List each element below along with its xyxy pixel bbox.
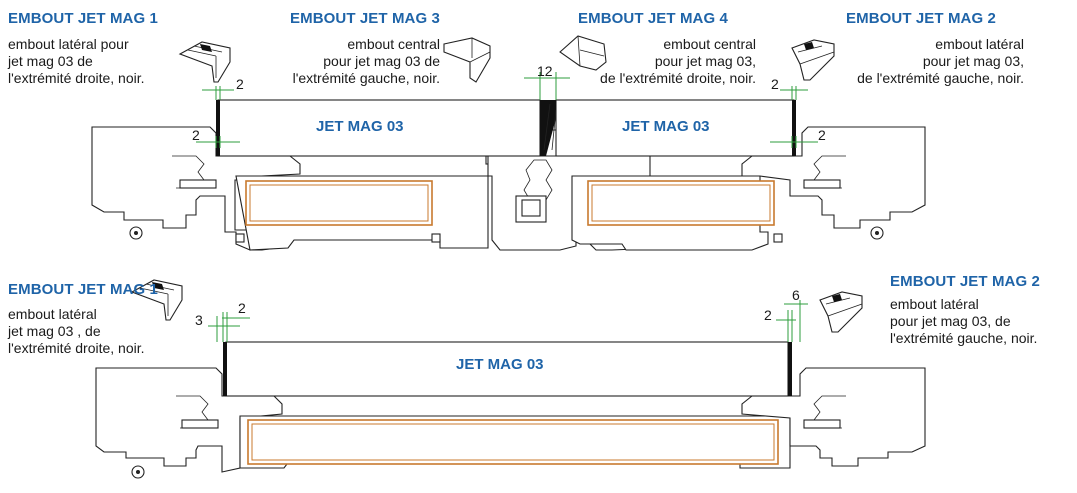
bottom-dim-lines-right bbox=[776, 300, 808, 342]
dim-value-top-3: 2 bbox=[771, 76, 779, 92]
callout-desc-mag2-top: embout latéral pour jet mag 03, de l'ext… bbox=[857, 36, 1024, 86]
endcap-4-icon bbox=[559, 35, 607, 71]
dim-value-bottom-2b: 2 bbox=[764, 307, 772, 323]
dim-value-bottom-6: 6 bbox=[792, 287, 800, 303]
callout-title-mag4: EMBOUT JET MAG 4 bbox=[578, 10, 728, 27]
callout-desc-mag3: embout central pour jet mag 03 de l'extr… bbox=[292, 36, 440, 86]
endcap-3-icon bbox=[443, 37, 491, 83]
left-wheel-hub bbox=[134, 231, 138, 235]
dim-value-bottom-2a: 2 bbox=[238, 300, 246, 316]
bottom-endcap-1-icon bbox=[130, 279, 183, 321]
bottom-glass-frame bbox=[247, 419, 779, 465]
bottom-glass-inner bbox=[251, 423, 775, 461]
jet-mag-label-right: JET MAG 03 bbox=[622, 118, 710, 135]
bottom-endcap-2 bbox=[788, 342, 792, 396]
endcap-3-top bbox=[540, 100, 556, 156]
callout-desc-mag1-bottom: embout latéral jet mag 03 , de l'extrémi… bbox=[8, 306, 145, 356]
right-wheel-hub bbox=[875, 231, 879, 235]
bottom-right-seal bbox=[803, 419, 841, 429]
endcap-1-top bbox=[216, 100, 220, 156]
bottom-left-seal bbox=[181, 419, 219, 429]
callout-title-mag1-top: EMBOUT JET MAG 1 bbox=[8, 10, 158, 27]
dim-line-top-2 bbox=[196, 136, 240, 148]
endcap-2-icon bbox=[791, 39, 835, 81]
endcap-2-top bbox=[792, 100, 796, 156]
callout-desc-mag1-top: embout latéral pour jet mag 03 de l'extr… bbox=[8, 36, 145, 86]
bottom-endcap-1 bbox=[223, 342, 227, 396]
endcap-1-icon bbox=[178, 41, 231, 83]
left-glass-frame bbox=[245, 180, 433, 226]
dim-line-top-12 bbox=[524, 72, 570, 100]
dim-line-top-1 bbox=[202, 86, 234, 100]
left-clip bbox=[431, 233, 441, 243]
dim-value-top-2: 2 bbox=[192, 127, 200, 143]
bottom-assembly bbox=[95, 279, 926, 479]
left-seal bbox=[179, 179, 217, 189]
jet-mag-left-body bbox=[217, 99, 541, 157]
dim-value-top-1: 2 bbox=[236, 76, 244, 92]
center-insert-inner bbox=[521, 199, 541, 217]
center-gasket bbox=[523, 159, 553, 201]
right-glass-frame bbox=[587, 180, 775, 226]
callout-desc-mag2-bottom: embout latéral pour jet mag 03, de l'ext… bbox=[890, 296, 1038, 346]
dim-value-top-4: 2 bbox=[818, 127, 826, 143]
right-seal bbox=[803, 179, 841, 189]
left-glass-inner bbox=[249, 184, 429, 222]
bottom-left-wheel-hub bbox=[136, 470, 140, 474]
top-assembly bbox=[91, 35, 926, 251]
callout-title-mag1-bottom: EMBOUT JET MAG 1 bbox=[8, 281, 158, 298]
left-clip-2 bbox=[235, 233, 245, 243]
jet-mag-label-bottom: JET MAG 03 bbox=[456, 356, 544, 373]
dim-line-top-3 bbox=[780, 86, 808, 100]
right-glass-inner bbox=[591, 184, 771, 222]
dim-value-top-12: 12 bbox=[537, 63, 553, 79]
bottom-dim-lines-left bbox=[208, 312, 250, 342]
dim-value-bottom-3: 3 bbox=[195, 312, 203, 328]
right-clip bbox=[773, 233, 783, 243]
bottom-endcap-2-icon bbox=[819, 291, 863, 333]
jet-mag-right-body bbox=[555, 99, 795, 157]
dim-line-top-4 bbox=[770, 136, 818, 148]
callout-desc-mag4: embout central pour jet mag 03, de l'ext… bbox=[600, 36, 756, 86]
callout-title-mag2-top: EMBOUT JET MAG 2 bbox=[846, 10, 996, 27]
callout-title-mag2-bottom: EMBOUT JET MAG 2 bbox=[890, 273, 1040, 290]
jet-mag-label-left: JET MAG 03 bbox=[316, 118, 404, 135]
endcap-4-lines bbox=[543, 103, 557, 151]
callout-title-mag3: EMBOUT JET MAG 3 bbox=[290, 10, 440, 27]
